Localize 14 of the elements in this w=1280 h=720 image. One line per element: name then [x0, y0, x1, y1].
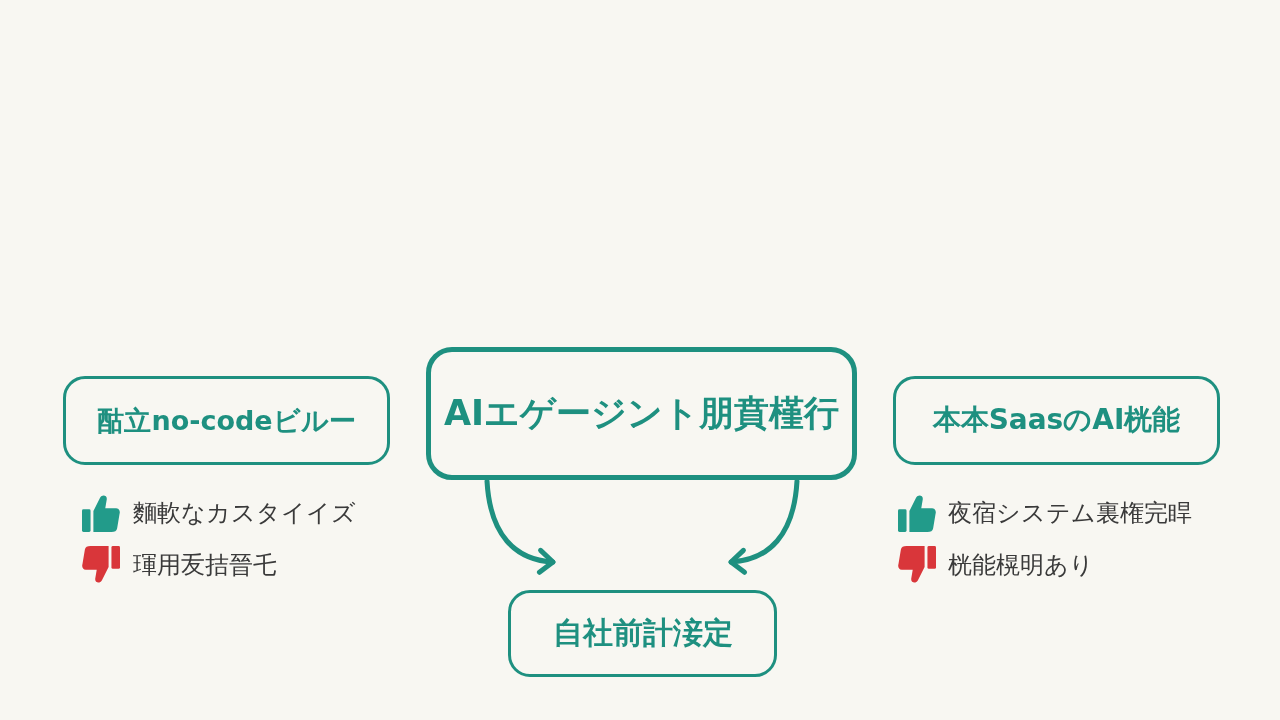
box-label: 本本SaasのAI桄能 — [932, 404, 1181, 437]
rounded-box — [426, 347, 857, 480]
box-label: 酤立no-codeビルー — [97, 404, 356, 436]
rounded-box — [63, 376, 390, 465]
box-label: 自社前計淁定 — [552, 616, 733, 651]
curved-arrow — [728, 478, 800, 575]
list-item-text: 麵軟なカスタイイズ — [133, 498, 356, 528]
rounded-box — [508, 590, 777, 677]
rounded-box — [893, 376, 1220, 465]
box-label: AIエゲージント朋賁槿行 — [443, 393, 840, 434]
curved-arrow — [484, 478, 556, 575]
list-item-text: 琿用叐拮晉乇 — [133, 550, 277, 580]
list-item-text: 桄能榥明あり — [948, 550, 1094, 580]
list-item-text: 夜宿システム裏権完睅 — [948, 498, 1192, 528]
